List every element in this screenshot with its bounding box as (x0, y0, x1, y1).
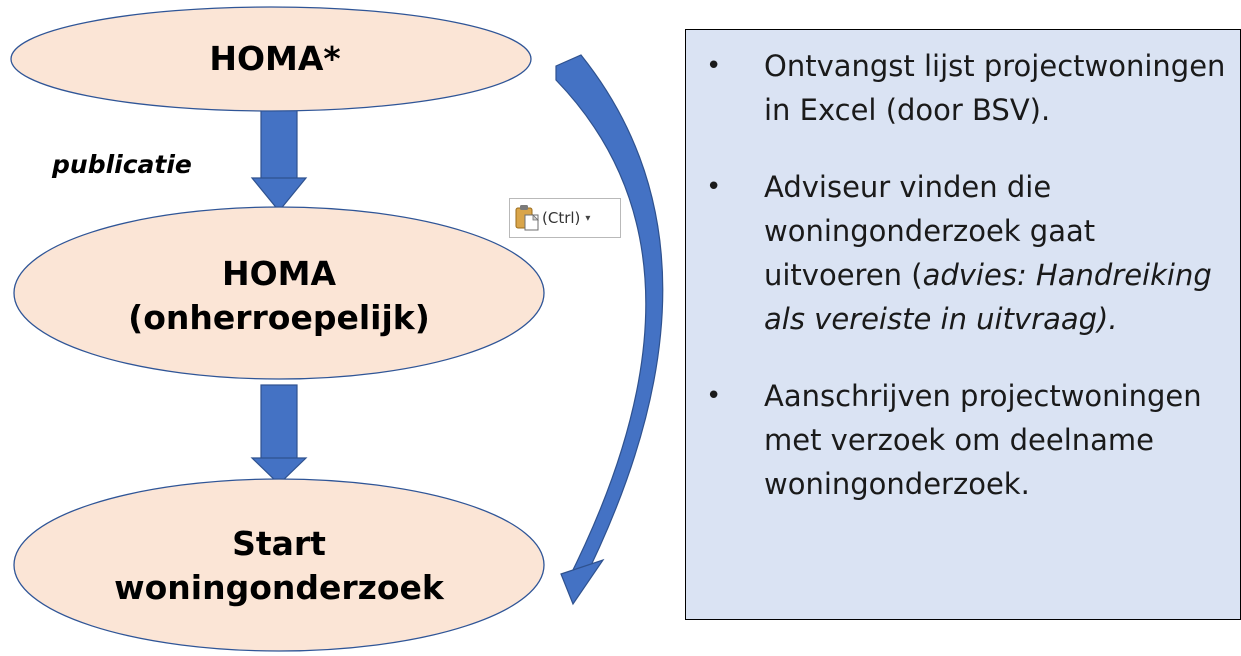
edge-label-publicatie: publicatie (52, 150, 192, 179)
paste-options-label: (Ctrl) (542, 209, 581, 227)
bullet: • (706, 51, 722, 81)
list-item: • Aanschrijven projectwoningen met verzo… (686, 374, 1240, 506)
node-homa-final-label: HOMA (onherroepelijk) (128, 254, 430, 337)
caret-down-icon: ▾ (585, 212, 591, 224)
node-start-label: Start woningonderzoek (114, 524, 444, 607)
node-homa-final-ellipse (13, 206, 545, 380)
advies-note: advies: Handreiking als vereiste in uitv… (764, 258, 1212, 336)
node-homa-label: HOMA* (209, 39, 341, 78)
bullet: • (706, 172, 722, 202)
bullet: • (706, 381, 722, 411)
curved-arrow-homa-to-start (555, 54, 664, 589)
curved-arrow-head (560, 558, 605, 606)
arrow-homa-to-homa-final (250, 106, 308, 212)
info-list: • Ontvangst lijst projectwoningen in Exc… (686, 44, 1240, 506)
paste-options-button[interactable]: (Ctrl) ▾ (509, 198, 621, 238)
list-item: • Ontvangst lijst projectwoningen in Exc… (686, 44, 1240, 132)
arrow-homa-final-to-start (250, 384, 308, 485)
node-homa-ellipse (10, 6, 532, 112)
list-item: • Adviseur vinden die woningonderzoek ga… (686, 165, 1240, 341)
info-box: • Ontvangst lijst projectwoningen in Exc… (685, 29, 1241, 620)
node-start-ellipse (13, 478, 545, 652)
clipboard-icon (514, 204, 540, 232)
